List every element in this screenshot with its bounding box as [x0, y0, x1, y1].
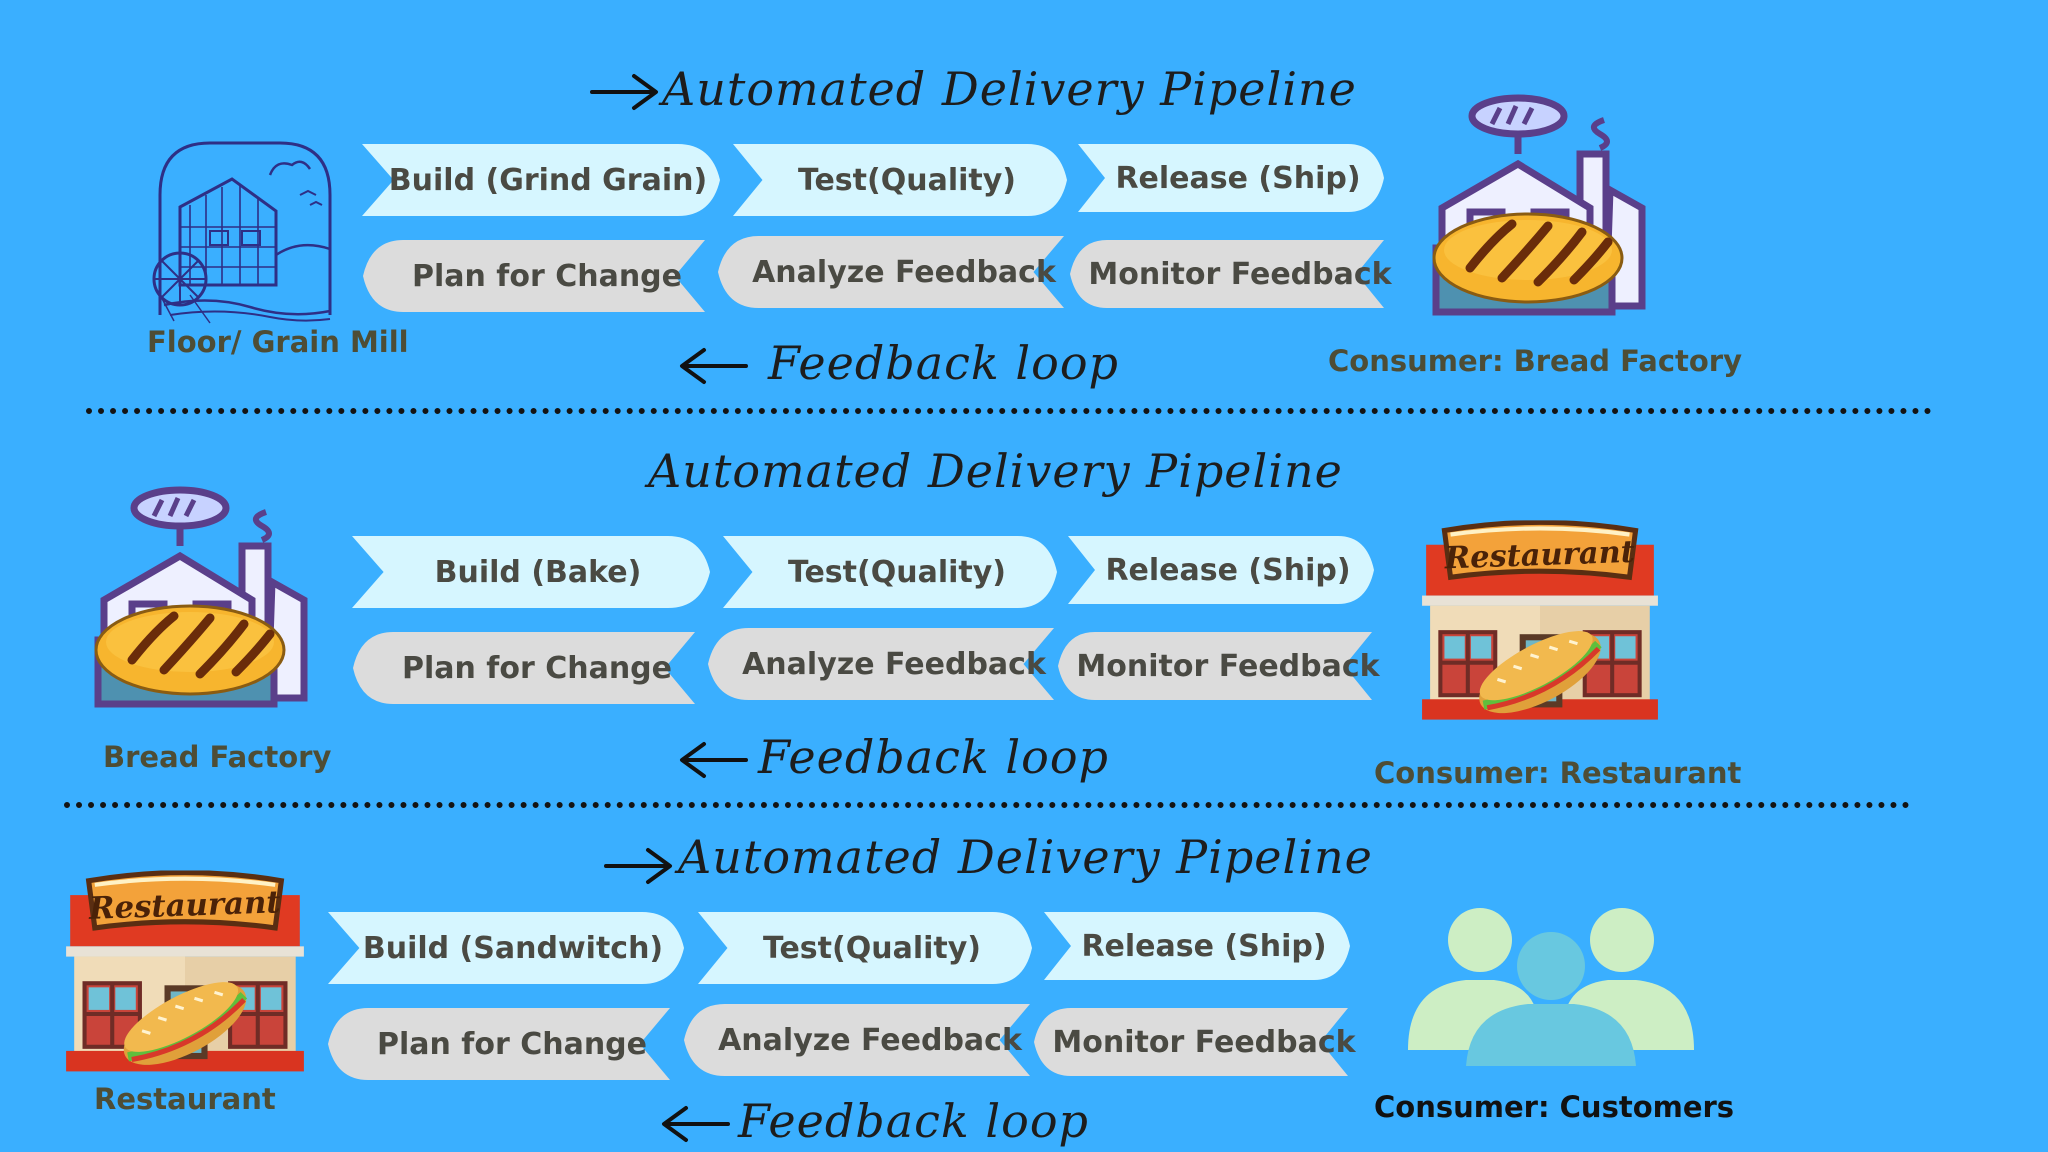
feedback-step-monitor: Monitor Feedback [1058, 632, 1380, 700]
step-label: Plan for Change [376, 1026, 647, 1062]
step-label: Analyze Feedback [742, 646, 1046, 682]
consumer-caption: Consumer: Restaurant [1374, 756, 1742, 790]
step-label: Test(Quality) [787, 554, 1006, 590]
source-caption: Bread Factory [103, 740, 332, 774]
feedback-step-analyze: Analyze Feedback [684, 1004, 1030, 1076]
pipeline-step-build: Build (Bake) [352, 536, 710, 608]
section-divider [86, 408, 1932, 414]
step-label: Release (Ship) [1115, 160, 1361, 196]
feedback-step-analyze: Analyze Feedback [708, 628, 1054, 700]
feedback-step-analyze: Analyze Feedback [718, 236, 1064, 308]
restaurant-sign: Restaurant [87, 884, 281, 927]
pipeline-step-test: Test(Quality) [733, 144, 1067, 216]
customers-group-icon [1408, 900, 1694, 1066]
pipeline-step-test: Test(Quality) [698, 912, 1032, 984]
step-label: Release (Ship) [1081, 928, 1327, 964]
watermill-icon [150, 135, 340, 325]
restaurant-icon: Restaurant [1418, 520, 1662, 724]
step-label: Build (Sandwitch) [362, 930, 664, 966]
step-label: Release (Ship) [1105, 552, 1351, 588]
pipeline-label: Automated Delivery Pipeline [662, 62, 1357, 116]
pipeline-step-build: Build (Sandwitch) [328, 912, 684, 984]
step-label: Test(Quality) [797, 162, 1016, 198]
restaurant-sign: Restaurant [1443, 534, 1635, 577]
step-label: Plan for Change [411, 258, 682, 294]
step-label: Plan for Change [401, 650, 672, 686]
pipeline-step-release: Release (Ship) [1078, 144, 1384, 212]
consumer-caption: Consumer: Bread Factory [1328, 344, 1743, 378]
source-caption: Restaurant [94, 1082, 276, 1116]
arrow-left-icon [660, 1104, 730, 1144]
bread-factory-icon [1430, 90, 1670, 330]
consumer-caption: Consumer: Customers [1374, 1090, 1735, 1124]
pipeline-step-release: Release (Ship) [1044, 912, 1350, 980]
feedback-label: Feedback loop [768, 336, 1119, 390]
step-label: Analyze Feedback [752, 254, 1056, 290]
arrow-left-icon [678, 740, 748, 780]
restaurant-icon: Restaurant [62, 870, 308, 1076]
pipeline-step-build: Build (Grind Grain) [362, 144, 720, 216]
feedback-label: Feedback loop [738, 1094, 1089, 1148]
bread-factory-icon [92, 482, 332, 722]
step-label: Monitor Feedback [1076, 648, 1380, 684]
step-label: Monitor Feedback [1052, 1024, 1356, 1060]
step-label: Monitor Feedback [1088, 256, 1392, 292]
arrow-left-icon [678, 346, 748, 386]
pipeline-step-release: Release (Ship) [1068, 536, 1374, 604]
pipeline-label: Automated Delivery Pipeline [648, 444, 1343, 498]
arrow-right-icon [604, 846, 674, 886]
step-label: Build (Bake) [434, 554, 642, 590]
source-caption: Floor/ Grain Mill [147, 325, 409, 359]
feedback-label: Feedback loop [758, 730, 1109, 784]
section-divider [64, 802, 1910, 808]
step-label: Test(Quality) [762, 930, 981, 966]
feedback-step-monitor: Monitor Feedback [1070, 240, 1392, 308]
feedback-step-monitor: Monitor Feedback [1034, 1008, 1356, 1076]
step-label: Analyze Feedback [718, 1022, 1022, 1058]
feedback-step-plan: Plan for Change [363, 240, 705, 312]
pipeline-label: Automated Delivery Pipeline [678, 830, 1373, 884]
feedback-step-plan: Plan for Change [353, 632, 695, 704]
pipeline-step-test: Test(Quality) [723, 536, 1057, 608]
feedback-step-plan: Plan for Change [328, 1008, 670, 1080]
arrow-right-icon [590, 72, 660, 112]
step-label: Build (Grind Grain) [388, 162, 708, 198]
